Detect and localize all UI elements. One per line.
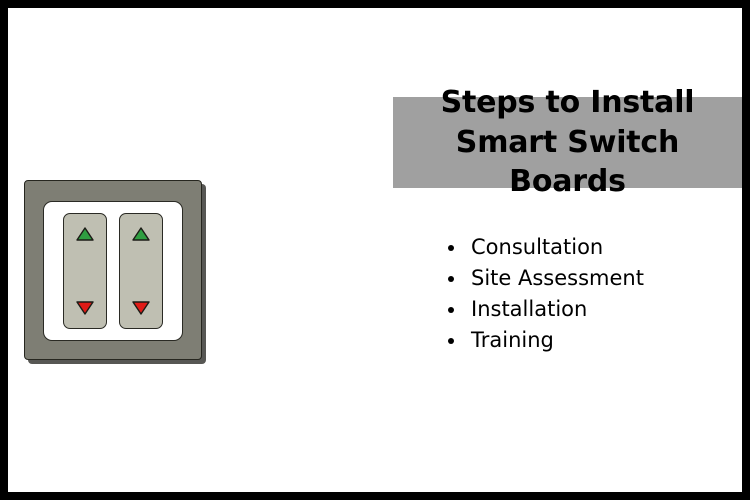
- list-item: Site Assessment: [448, 263, 644, 294]
- triangle-up-icon[interactable]: [76, 227, 94, 241]
- slide-canvas: Steps to Install Smart Switch Boards Con…: [8, 8, 742, 492]
- triangle-down-icon[interactable]: [76, 301, 94, 315]
- rocker-switch-right[interactable]: [119, 213, 163, 329]
- steps-list: Consultation Site Assessment Installatio…: [428, 232, 644, 356]
- smart-switch-board-illustration: [24, 180, 206, 364]
- list-item: Installation: [448, 294, 644, 325]
- switch-board-rockers: [43, 201, 183, 341]
- page-title: Steps to Install Smart Switch Boards: [440, 85, 695, 200]
- heading-band: Steps to Install Smart Switch Boards: [393, 85, 742, 199]
- list-item: Training: [448, 325, 644, 356]
- triangle-down-icon[interactable]: [132, 301, 150, 315]
- list-item: Consultation: [448, 232, 644, 263]
- triangle-up-icon[interactable]: [132, 227, 150, 241]
- rocker-switch-left[interactable]: [63, 213, 107, 329]
